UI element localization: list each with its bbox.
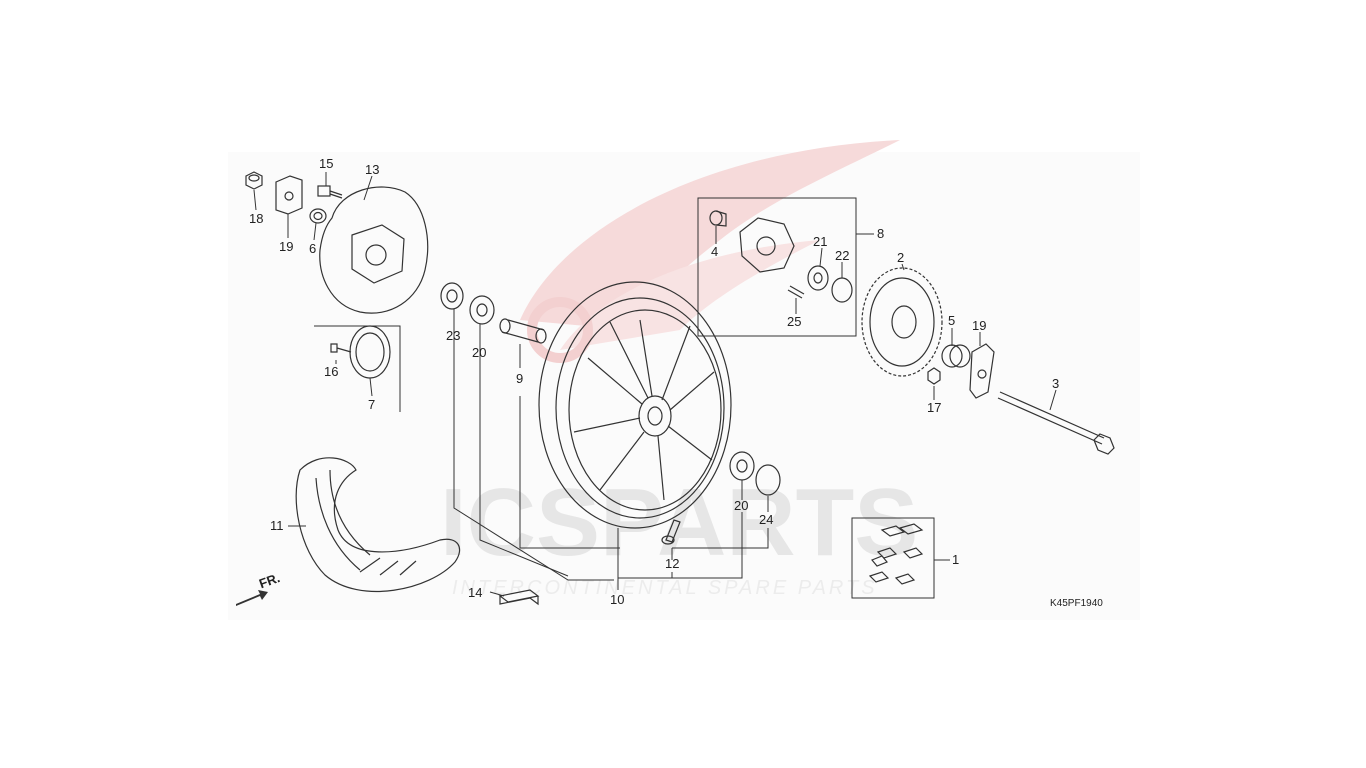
- part-24-o-ring: [755, 464, 781, 496]
- part-1-dampers: [868, 523, 924, 585]
- part-9-spacer: [499, 318, 547, 344]
- part-22-seal: [831, 277, 853, 303]
- part-12-valve: [661, 519, 681, 545]
- callout-12: 12: [665, 556, 679, 571]
- part-2-sprocket: [861, 267, 943, 377]
- part-21-bearing: [807, 265, 829, 291]
- callout-23: 23: [446, 328, 460, 343]
- callout-24: 24: [759, 512, 773, 527]
- part-19-bracket-left: [275, 175, 303, 215]
- callout-22: 22: [835, 248, 849, 263]
- part-18-nut: [245, 171, 263, 190]
- callout-6: 6: [309, 241, 316, 256]
- diagram-code: K45PF1940: [1050, 598, 1103, 609]
- callout-20-left: 20: [472, 345, 486, 360]
- part-17-nut: [927, 367, 941, 385]
- group-box-1: [851, 517, 935, 599]
- part-15-bolt: [317, 185, 343, 199]
- bracket-line-7: [314, 325, 401, 412]
- callout-18: 18: [249, 211, 263, 226]
- part-8-hub-flange: [739, 217, 795, 273]
- part-6-collar: [309, 208, 327, 224]
- callout-2: 2: [897, 250, 904, 265]
- part-10-wheel: [538, 281, 732, 529]
- part-25-stud: [787, 285, 805, 299]
- part-14-balance-weight: [498, 589, 540, 606]
- part-5-collar: [941, 344, 971, 368]
- part-3-axle: [997, 391, 1115, 455]
- leader-lines: [253, 172, 1057, 597]
- front-direction-arrow: [236, 590, 268, 606]
- watermark-tagline: INTERCONTINENTAL SPARE PARTS: [452, 577, 878, 599]
- part-7-seal: [349, 325, 391, 379]
- callout-8: 8: [877, 226, 884, 241]
- part-16-screw: [330, 343, 352, 353]
- callout-3: 3: [1052, 376, 1059, 391]
- callout-5: 5: [948, 313, 955, 328]
- part-20-bearing-left: [469, 295, 495, 325]
- callout-20-right: 20: [734, 498, 748, 513]
- part-19-bracket-right: [969, 343, 995, 399]
- callout-14: 14: [468, 585, 482, 600]
- callout-1: 1: [952, 552, 959, 567]
- callout-17: 17: [927, 400, 941, 415]
- callout-9: 9: [516, 371, 523, 386]
- group-box-8: [697, 197, 857, 337]
- callout-21: 21: [813, 234, 827, 249]
- callout-11: 11: [270, 518, 284, 533]
- front-direction-label: FR.: [257, 570, 282, 591]
- part-23-bearing: [440, 282, 464, 310]
- callout-15: 15: [319, 156, 333, 171]
- callout-10: 10: [610, 592, 624, 607]
- callout-labels: 1 2 3 4 5 6 7 8 9 10 11 12 13 14 15 16 1…: [249, 156, 1059, 607]
- part-13-brake-disc: [319, 186, 429, 314]
- callout-7: 7: [368, 397, 375, 412]
- callout-16: 16: [324, 364, 338, 379]
- callout-4: 4: [711, 244, 718, 259]
- callout-19-left: 19: [279, 239, 293, 254]
- part-4-collar: [709, 210, 727, 227]
- callout-19-right: 19: [972, 318, 986, 333]
- callout-25: 25: [787, 314, 801, 329]
- part-11-tire: [295, 457, 461, 593]
- callout-13: 13: [365, 162, 379, 177]
